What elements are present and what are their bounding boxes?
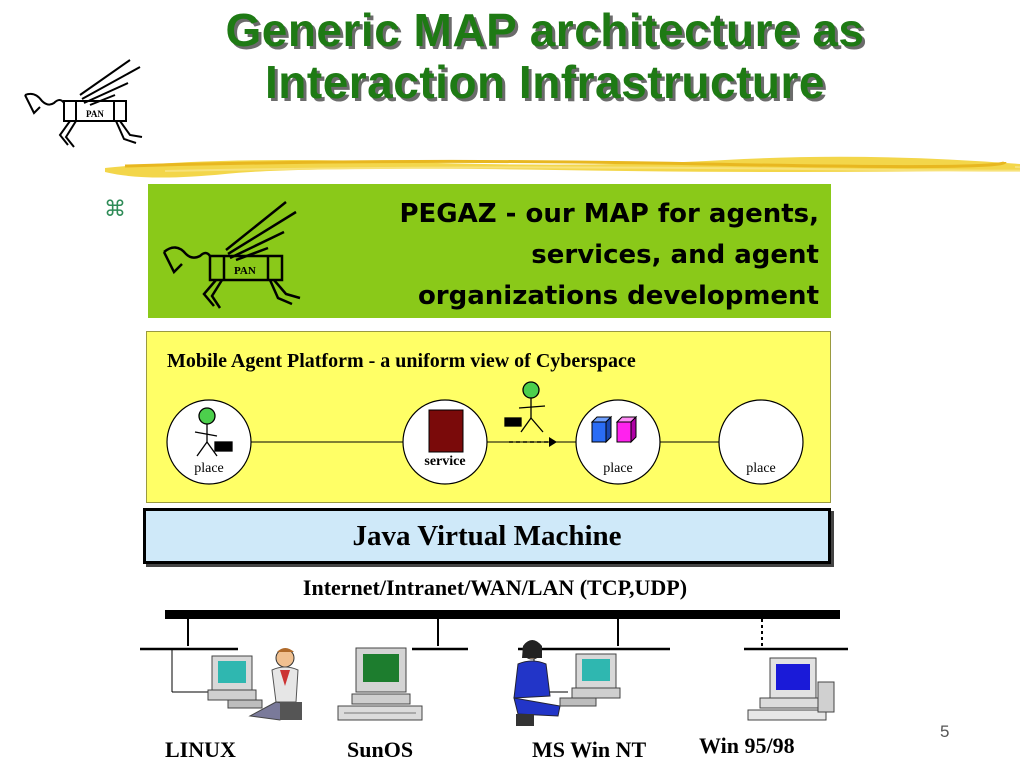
pegaz-description: PEGAZ - our MAP for agents, services, an… (299, 194, 819, 317)
os-label-sunos: SunOS (347, 737, 414, 762)
pegaz-line-2: services, and agent (531, 240, 819, 270)
title-line-1: Generic MAP architecture as (225, 4, 865, 56)
title-line-2: Interaction Infrastructure (265, 56, 825, 108)
os-label-win-95-98: Win 95/98 (699, 733, 795, 758)
pc-icon (747, 657, 835, 721)
os-label-linux: LINUX (165, 737, 236, 762)
platform-heading: Mobile Agent Platform - a uniform view o… (167, 350, 636, 372)
page-number: 5 (940, 722, 950, 741)
mobile-agent-platform-panel: Mobile Agent Platform - a uniform view o… (146, 331, 831, 503)
workstation-with-man-icon (207, 648, 302, 721)
network-diagram (140, 610, 848, 726)
place-label-3: place (603, 461, 633, 476)
migration-arrow-head (549, 437, 557, 447)
java-virtual-machine-bar: Java Virtual Machine (143, 508, 831, 564)
place-node-4 (718, 399, 804, 485)
logo-text: PAN (234, 265, 256, 277)
place-label-4: place (746, 461, 776, 476)
os-label-ms-win-nt: MS Win NT (532, 737, 647, 762)
pegaz-line-3: organizations development (417, 281, 819, 311)
service-label: service (424, 454, 465, 469)
cubes-icon (590, 415, 638, 444)
pegasus-logo-icon: PAN (24, 59, 143, 148)
pegasus-logo-icon: PAN (162, 201, 301, 309)
service-box-icon (428, 409, 464, 453)
platform-diagram: place service place place (166, 381, 804, 485)
slide-title: Generic MAP architecture as Interaction … (80, 4, 1010, 108)
brush-stroke-divider (105, 156, 1020, 178)
network-backbone (165, 610, 840, 619)
workstation-with-woman-icon (513, 640, 621, 726)
bullet-symbol: ⌘ (104, 197, 126, 222)
pegaz-box: PAN PEGAZ - our MAP for agents, services… (148, 184, 831, 318)
place-node-1 (166, 399, 252, 485)
place-label-1: place (194, 461, 224, 476)
network-label: Internet/Intranet/WAN/LAN (TCP,UDP) (302, 575, 688, 600)
migrating-agent-icon (504, 381, 546, 433)
pegaz-line-1: PEGAZ - our MAP for agents, (399, 199, 819, 229)
agent-icon (194, 407, 233, 457)
logo-text: PAN (86, 109, 104, 119)
sun-workstation-icon (337, 647, 423, 721)
